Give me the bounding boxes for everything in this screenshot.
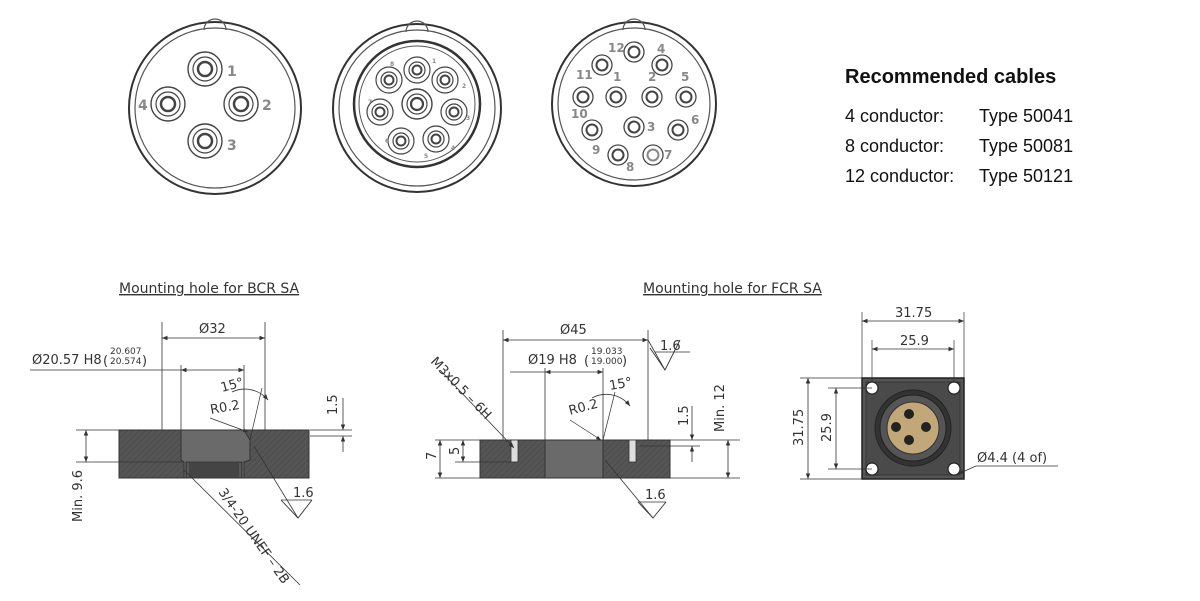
flange-width-outer: 31.75 (895, 306, 932, 321)
contacts-outer-ring (366, 56, 468, 155)
contact-2 (223, 86, 259, 122)
cable-conductor: 8 conductor: (845, 136, 945, 156)
bcr-thread: 3/4-20 UNEF – 2B (215, 486, 292, 587)
fcr-title: Mounting hole for FCR SA (643, 281, 822, 297)
pin-label-11: 11 (576, 68, 593, 82)
bcr-dia-outer: Ø32 (199, 322, 226, 337)
pin-label-1: 1 (432, 58, 436, 65)
pin-label-6: 6 (385, 138, 389, 145)
pin-label-1: 1 (613, 70, 621, 84)
pin-label-4: 4 (657, 42, 665, 56)
svg-text:): ) (142, 354, 147, 369)
fcr-tol-lower: 19.000 (591, 357, 623, 367)
pin-label-2: 2 (462, 83, 466, 90)
cable-conductor: 4 conductor: (845, 106, 945, 126)
pin-label-5: 5 (424, 153, 428, 160)
bcr-dia-hole: Ø20.57 H8 (32, 353, 102, 368)
pin-label-4: 4 (451, 145, 455, 152)
bcr-roughness: 1.6 (293, 486, 314, 501)
fcr-depth: 1.5 (677, 405, 692, 426)
bcr-title: Mounting hole for BCR SA (119, 281, 300, 297)
bcr-depth: 1.5 (326, 394, 341, 415)
flange-height-outer: 31.75 (792, 409, 807, 446)
connector-12-pin: 1 2 3 4 5 6 7 8 9 10 11 12 (551, 18, 717, 187)
cable-type: Type 50041 (979, 106, 1074, 126)
bcr-min-depth: Min. 9.6 (71, 470, 86, 522)
bcr-radius: R0.2 (209, 398, 241, 418)
cable-row: 8 conductor: Type 50081 (845, 131, 1145, 161)
pin-label-6: 6 (691, 113, 699, 127)
fcr-dim-5: 5 (448, 447, 463, 455)
cable-row: 4 conductor: Type 50041 (845, 101, 1145, 131)
flange-holes: Ø4.4 (4 of) (977, 451, 1047, 466)
fcr-dim-7: 7 (425, 452, 440, 460)
bcr-tol-upper: 20.607 (110, 347, 142, 357)
pin-label-8: 8 (626, 160, 634, 174)
fcr-mounting-hole: Mounting hole for FCR SA Ø45 Ø19 H8 ( 19… (425, 281, 822, 519)
contact-4 (150, 86, 186, 122)
pin-label-10: 10 (571, 107, 588, 121)
pin-label-2: 2 (648, 70, 656, 84)
bcr-tol-lower: 20.574 (110, 357, 142, 367)
pin-label-7: 7 (664, 148, 672, 162)
flange-height-inner: 25.9 (820, 413, 835, 442)
connector-8-pin: 1 2 3 4 5 6 7 8 (332, 20, 502, 193)
cable-type: Type 50121 (979, 166, 1074, 186)
pin-label-4: 4 (138, 98, 148, 114)
svg-text:(: ( (103, 354, 108, 369)
fcr-min-depth: Min. 12 (713, 384, 728, 432)
pin-label-9: 9 (592, 143, 600, 157)
cable-row: 12 conductor: Type 50121 (845, 161, 1145, 191)
pin-label-8: 8 (390, 61, 394, 68)
pin-label-1: 1 (227, 64, 237, 80)
svg-text:(: ( (584, 354, 589, 369)
square-flange: 31.75 25.9 31.75 25.9 Ø4.4 (4 of) (792, 306, 1058, 480)
pin-label-2: 2 (262, 98, 272, 114)
cable-conductor: 12 conductor: (845, 166, 955, 186)
fcr-tol-upper: 19.033 (591, 347, 623, 357)
cables-title: Recommended cables (845, 66, 1057, 88)
pin-label-5: 5 (681, 70, 689, 84)
pin-label-3: 3 (227, 138, 237, 154)
contact-3 (187, 123, 223, 159)
recommended-cables-panel: Recommended cables 4 conductor: Type 500… (845, 66, 1145, 191)
fcr-dia-hole: Ø19 H8 (528, 353, 577, 368)
contact-center (401, 88, 433, 120)
cable-type: Type 50081 (979, 136, 1074, 156)
bcr-mounting-hole: Mounting hole for BCR SA Ø32 Ø20.57 H8 (… (30, 281, 352, 587)
flange-width-inner: 25.9 (900, 334, 929, 349)
fcr-thread: M3x0.5 – 6H (427, 354, 494, 422)
contact-1 (187, 51, 223, 87)
pin-label-3: 3 (647, 120, 655, 134)
contacts-12 (572, 41, 697, 166)
pin-label-3: 3 (466, 115, 470, 122)
bcr-angle: 15° (219, 375, 245, 395)
fcr-dia-outer: Ø45 (560, 323, 587, 338)
pin-label-7: 7 (368, 99, 372, 106)
pin-label-12: 12 (608, 41, 625, 55)
fcr-roughness-bottom: 1.6 (645, 488, 666, 503)
svg-text:): ) (622, 354, 627, 369)
fcr-radius: R0.2 (567, 397, 600, 419)
fcr-angle: 15° (608, 375, 633, 394)
connector-4-pin: 1 2 3 4 (128, 18, 302, 195)
fcr-roughness-top: 1.6 (660, 339, 681, 354)
